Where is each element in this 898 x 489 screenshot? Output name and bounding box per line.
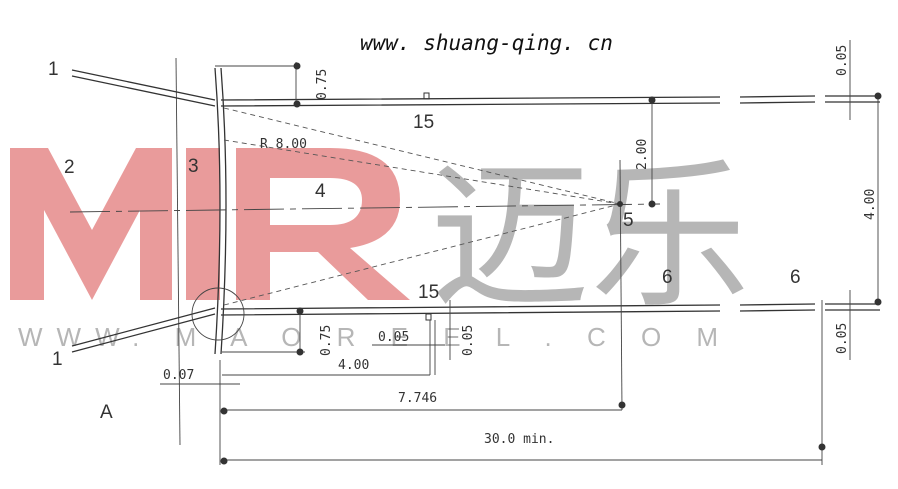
watermark-site: WWW. M A O R E E L . C O M [18, 322, 732, 352]
source-url: www. shuang-qing. cn [360, 31, 613, 55]
label-1-bottom: 1 [52, 349, 63, 370]
dim-005-top-right: 0.05 [835, 45, 850, 76]
label-3: 3 [188, 156, 199, 177]
dim-075-top: 0.75 [315, 69, 330, 100]
label-15-bottom: 15 [418, 282, 439, 303]
dim-005-bottom-right: 0.05 [835, 323, 850, 354]
label-6a: 6 [662, 267, 673, 288]
label-6b: 6 [790, 267, 801, 288]
dim-7746: 7.746 [398, 391, 437, 406]
view-label-a: A [100, 402, 113, 423]
dim-005-mid: 0.05 [378, 330, 409, 345]
watermark-logo: 迈乐 WWW. M A O R E E L . C O M [10, 147, 750, 352]
dim-400-vertical: 4.00 [863, 189, 878, 220]
label-1-top: 1 [48, 59, 59, 80]
dim-005-mid-vertical: 0.05 [461, 325, 476, 356]
dim-radius: R 8.00 [260, 137, 307, 152]
label-2: 2 [64, 157, 75, 178]
dim-30-min: 30.0 min. [484, 432, 554, 447]
dim-400-horizontal: 4.00 [338, 358, 369, 373]
label-4: 4 [315, 181, 326, 202]
dim-200: 2.00 [635, 139, 650, 170]
watermark-chinese: 迈乐 [430, 147, 750, 326]
dim-075-bottom: 0.75 [319, 325, 334, 356]
label-15-top: 15 [413, 112, 434, 133]
label-5: 5 [623, 210, 634, 231]
dim-007: 0.07 [163, 368, 194, 383]
